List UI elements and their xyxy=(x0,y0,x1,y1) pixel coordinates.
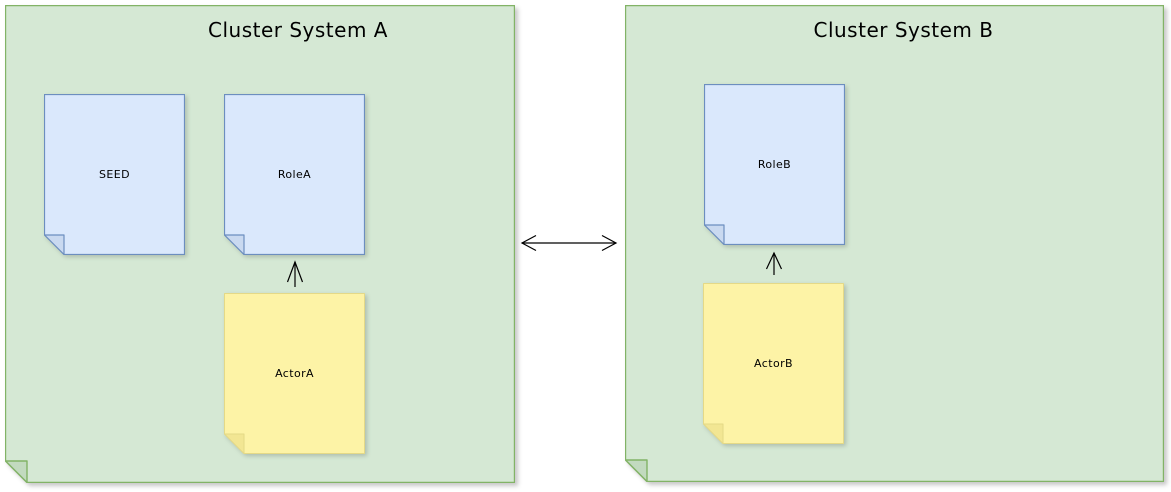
arrowhead-right-icon xyxy=(601,234,618,252)
note-body xyxy=(224,293,365,454)
note-actorb-label: ActorB xyxy=(754,357,793,370)
note-fold-icon xyxy=(703,423,724,444)
note-actora-label: ActorA xyxy=(275,367,314,380)
note-fold-icon xyxy=(224,234,245,255)
sticky-note-icon xyxy=(224,293,365,454)
document-note-icon xyxy=(224,94,365,255)
note-roleb[interactable]: RoleB xyxy=(704,84,845,245)
note-roleb-label: RoleB xyxy=(757,158,792,171)
arrowhead-up-icon xyxy=(765,251,783,270)
note-fold-icon xyxy=(625,459,648,482)
note-body xyxy=(224,94,365,255)
note-rolea[interactable]: RoleA xyxy=(224,94,365,255)
cluster-b-title: Cluster System B xyxy=(813,18,994,42)
note-fold-icon xyxy=(5,460,28,483)
note-rolea-label: RoleA xyxy=(277,168,312,181)
arrowhead-up-icon xyxy=(286,260,304,283)
note-fold-icon xyxy=(44,234,65,255)
sticky-note-icon xyxy=(703,283,844,444)
note-actora[interactable]: ActorA xyxy=(224,293,365,454)
note-actorb[interactable]: ActorB xyxy=(703,283,844,444)
note-fold-icon xyxy=(704,224,725,245)
arrowhead-left-icon xyxy=(520,234,537,252)
document-note-icon xyxy=(44,94,185,255)
note-body xyxy=(704,84,845,245)
note-body xyxy=(703,283,844,444)
note-seed-label: SEED xyxy=(99,168,130,181)
connector-cluster-a-to-cluster-b[interactable] xyxy=(518,232,620,254)
note-body xyxy=(44,94,185,255)
document-note-icon xyxy=(704,84,845,245)
note-fold-icon xyxy=(224,433,245,454)
connector-actora-to-rolea[interactable] xyxy=(285,259,305,289)
connector-actorb-to-roleb[interactable] xyxy=(764,250,784,276)
cluster-a-title: Cluster System A xyxy=(208,18,388,42)
note-seed[interactable]: SEED xyxy=(44,94,185,255)
